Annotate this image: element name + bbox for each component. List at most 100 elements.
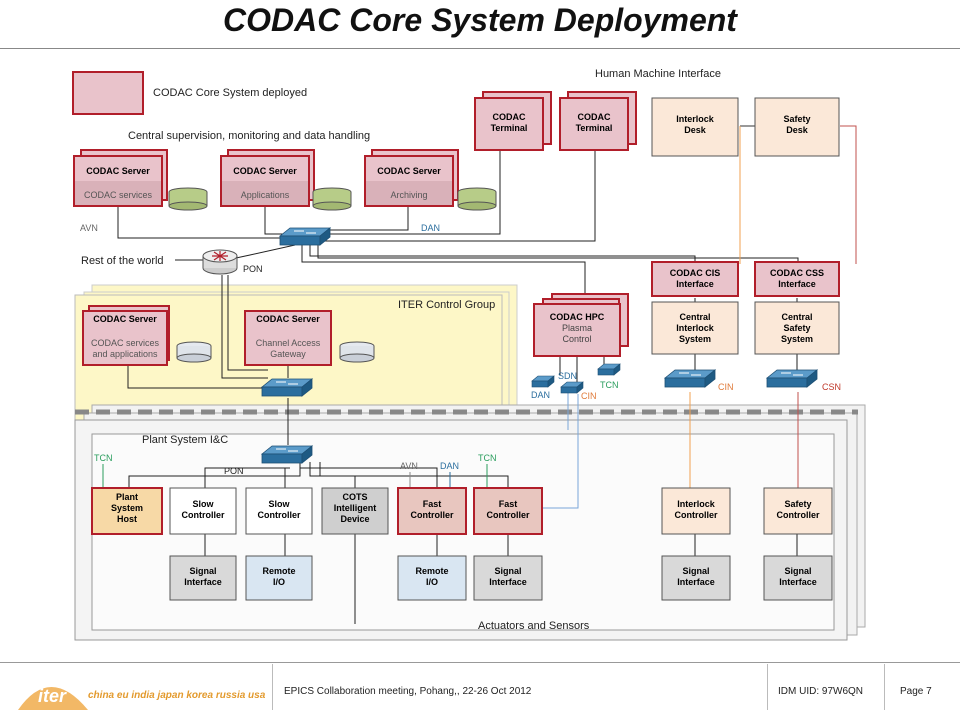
svg-text:System: System xyxy=(111,503,143,513)
svg-text:and applications: and applications xyxy=(92,349,158,359)
svg-text:Device: Device xyxy=(340,514,369,524)
svg-text:Archiving: Archiving xyxy=(390,190,427,200)
svg-text:CODAC Server: CODAC Server xyxy=(233,166,297,176)
plant-tcn-label: TCN xyxy=(478,453,497,463)
hpc-cin-label: CIN xyxy=(581,391,597,401)
svg-text:Interlock: Interlock xyxy=(676,323,715,333)
central-label: Central supervision, monitoring and data… xyxy=(128,130,370,142)
safety-controller: Safety Controller xyxy=(763,487,833,535)
codac-terminal-1: CODAC Terminal xyxy=(474,91,552,151)
svg-text:Interface: Interface xyxy=(677,577,715,587)
svg-text:Desk: Desk xyxy=(786,125,809,135)
svg-text:Host: Host xyxy=(117,514,137,524)
svg-text:Safety: Safety xyxy=(783,323,810,333)
svg-text:Controller: Controller xyxy=(181,510,224,520)
central-switch-icon xyxy=(279,227,331,246)
codac-server-archiving: CODAC Server Archiving xyxy=(364,149,497,211)
svg-text:Signal: Signal xyxy=(784,566,811,576)
footer-separator xyxy=(272,664,273,710)
svg-text:Interface: Interface xyxy=(489,577,527,587)
svg-text:Central: Central xyxy=(781,312,812,322)
icg-label: ITER Control Group xyxy=(398,299,495,311)
footer-idm: IDM UID: 97W6QN xyxy=(778,686,864,697)
codac-server-icg-services: CODAC Server CODAC services and applicat… xyxy=(82,305,212,366)
svg-text:Remote: Remote xyxy=(262,566,295,576)
svg-text:COTS: COTS xyxy=(342,492,367,502)
plant-switch-icon xyxy=(261,445,313,464)
iter-logo: iter xyxy=(18,686,88,710)
codac-server-ca-gateway: CODAC Server Channel Access Gateway xyxy=(244,310,375,366)
svg-text:Controller: Controller xyxy=(410,510,453,520)
svg-text:CODAC Server: CODAC Server xyxy=(256,314,320,324)
codac-terminal-2: CODAC Terminal xyxy=(559,91,637,151)
svg-text:Central: Central xyxy=(679,312,710,322)
svg-text:I/O: I/O xyxy=(426,577,438,587)
central-interlock-system: Central Interlock System xyxy=(651,301,739,355)
svg-text:I/O: I/O xyxy=(273,577,285,587)
iter-tagline: china eu india japan korea russia usa xyxy=(88,690,266,701)
footer-event: EPICS Collaboration meeting, Pohang,, 22… xyxy=(284,686,532,697)
codac-server-applications: CODAC Server Applications xyxy=(220,149,352,211)
svg-text:Control: Control xyxy=(562,334,591,344)
legend-label: CODAC Core System deployed xyxy=(153,87,307,99)
svg-text:Applications: Applications xyxy=(241,190,290,200)
signal-interface-4: Signal Interface xyxy=(763,555,833,601)
svg-text:Interface: Interface xyxy=(778,279,816,289)
svg-text:CODAC Server: CODAC Server xyxy=(377,166,441,176)
remote-io-2: Remote I/O xyxy=(397,555,467,601)
interlock-controller: Interlock Controller xyxy=(661,487,731,535)
svg-text:CODAC services: CODAC services xyxy=(84,190,153,200)
svg-text:CODAC CIS: CODAC CIS xyxy=(670,268,721,278)
svg-text:Fast: Fast xyxy=(499,499,518,509)
plant-tcn-left-label: TCN xyxy=(94,453,113,463)
svg-text:Signal: Signal xyxy=(494,566,521,576)
svg-text:Controller: Controller xyxy=(776,510,819,520)
svg-text:CODAC HPC: CODAC HPC xyxy=(550,312,605,322)
svg-text:Terminal: Terminal xyxy=(576,123,613,133)
svg-text:Interlock: Interlock xyxy=(677,499,716,509)
svg-text:CODAC Server: CODAC Server xyxy=(93,314,157,324)
plant-pon-label: PON xyxy=(224,466,244,476)
iter-logo-text: iter xyxy=(38,686,67,706)
hpc-sdn-switch-icon xyxy=(560,381,584,394)
svg-text:Plant: Plant xyxy=(116,492,138,502)
footer-separator xyxy=(884,664,885,710)
codac-css-interface: CODAC CSS Interface xyxy=(754,261,840,297)
plant-dan-label: DAN xyxy=(440,461,459,471)
signal-interface-3: Signal Interface xyxy=(661,555,731,601)
plant-label: Plant System I&C xyxy=(142,434,228,446)
svg-text:Interface: Interface xyxy=(779,577,817,587)
cots-intelligent-device: COTS Intelligent Device xyxy=(321,487,389,535)
codac-hpc: CODAC HPC Plasma Control xyxy=(533,293,629,357)
svg-text:Intelligent: Intelligent xyxy=(334,503,377,513)
hpc-dan-label: DAN xyxy=(531,390,550,400)
pon-top-label: PON xyxy=(243,264,263,274)
svg-text:Safety: Safety xyxy=(783,114,810,124)
svg-text:Slow: Slow xyxy=(192,499,214,509)
svg-text:CODAC: CODAC xyxy=(493,112,526,122)
plant-system-host: Plant System Host xyxy=(91,487,163,535)
svg-text:Interlock: Interlock xyxy=(676,114,715,124)
icg-switch-icon xyxy=(261,378,313,397)
router-icon xyxy=(202,249,238,275)
hmi-label: Human Machine Interface xyxy=(595,68,721,80)
footer-separator xyxy=(767,664,768,710)
svg-text:Signal: Signal xyxy=(189,566,216,576)
csn-label: CSN xyxy=(822,382,841,392)
svg-text:Controller: Controller xyxy=(257,510,300,520)
svg-text:Terminal: Terminal xyxy=(491,123,528,133)
hpc-sdn-label: SDN xyxy=(558,371,577,381)
remote-io-1: Remote I/O xyxy=(245,555,313,601)
network-lines xyxy=(117,150,799,624)
svg-text:Interface: Interface xyxy=(184,577,222,587)
svg-text:Controller: Controller xyxy=(674,510,717,520)
page-title: CODAC Core System Deployment xyxy=(223,2,737,38)
svg-text:CODAC: CODAC xyxy=(578,112,611,122)
deployment-diagram: CODAC Core System deployed Human Machine… xyxy=(72,68,866,641)
cin-label: CIN xyxy=(718,382,734,392)
svg-text:System: System xyxy=(781,334,813,344)
title-divider xyxy=(0,48,960,49)
svg-text:Plasma: Plasma xyxy=(562,323,592,333)
plant-avn-label: AVN xyxy=(400,461,418,471)
svg-text:CODAC CSS: CODAC CSS xyxy=(770,268,824,278)
